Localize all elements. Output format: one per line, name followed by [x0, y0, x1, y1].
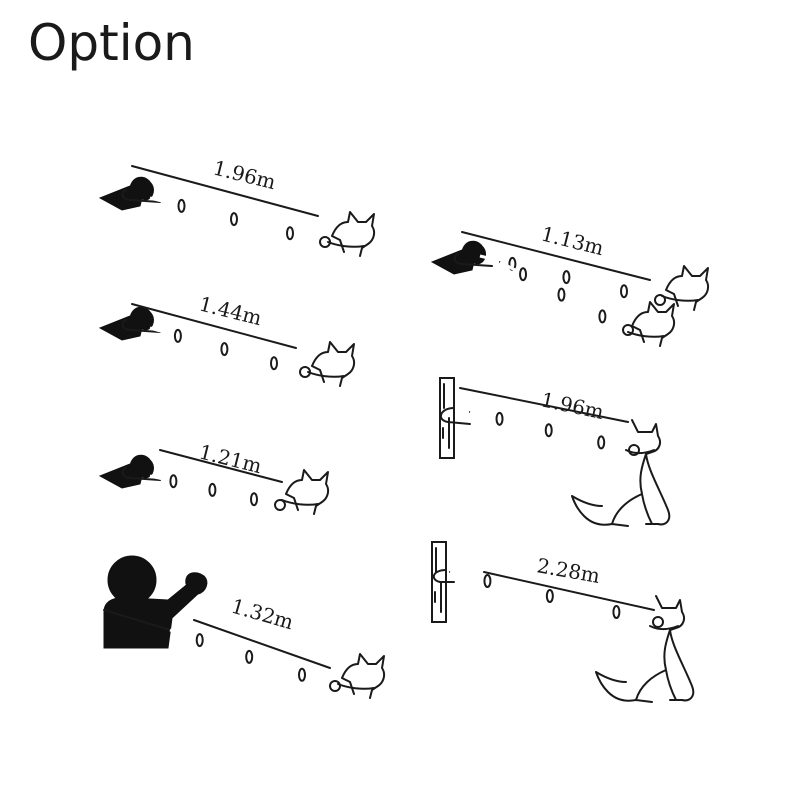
dog-head-icon — [281, 469, 330, 515]
leash — [169, 628, 341, 692]
measure-line — [131, 303, 297, 349]
leash — [149, 196, 331, 248]
leash — [149, 326, 311, 378]
page-title: Option — [28, 14, 195, 72]
leash — [479, 254, 666, 306]
hand-icon — [99, 176, 161, 211]
measure-line — [131, 165, 319, 217]
dog-head-icon — [307, 341, 356, 387]
dog-head-icon — [337, 653, 386, 699]
measure-line — [193, 619, 331, 669]
leash — [499, 260, 634, 336]
dog-head-icon — [327, 211, 376, 257]
measure-line — [459, 387, 629, 423]
hand-icon — [99, 454, 161, 489]
measure-line — [483, 571, 655, 611]
length-label: 1.96m — [211, 156, 278, 195]
leash — [449, 570, 664, 628]
measure-line — [159, 449, 283, 483]
length-label: 1.21m — [197, 440, 264, 479]
hand-icon — [99, 306, 161, 341]
measure-line — [461, 231, 651, 281]
leash — [469, 410, 640, 456]
dog-head-icon — [627, 301, 676, 347]
person-icon — [103, 555, 208, 649]
length-label: 1.32m — [229, 594, 297, 635]
leash — [149, 474, 286, 511]
length-label: 2.28m — [535, 553, 602, 588]
sitting-dog-icon — [571, 419, 671, 527]
dog-head-icon — [661, 265, 710, 311]
length-label: 1.96m — [539, 387, 606, 424]
